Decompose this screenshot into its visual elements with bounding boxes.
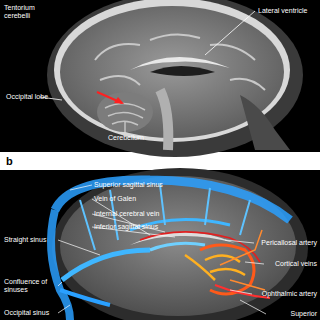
anatomy-label: Occipital sinus xyxy=(4,309,49,317)
anatomy-label: Pericallosal artery xyxy=(261,239,317,247)
anatomy-label: Ophthalmic artery xyxy=(262,290,317,298)
panel-letter: b xyxy=(6,155,13,167)
anatomy-label: Occipital lobe xyxy=(6,93,48,101)
anatomy-label: Internal cerebral vein xyxy=(94,210,159,218)
anatomy-label: Vein of Galen xyxy=(94,195,136,203)
anatomy-label: Straight sinus xyxy=(4,236,46,244)
anatomy-label: Confluence of sinuses xyxy=(4,278,56,294)
anatomy-label: Lateral ventricle xyxy=(258,7,307,15)
anatomy-label: Superior xyxy=(291,310,317,318)
anatomy-label: Cerebellum xyxy=(108,134,144,142)
anatomy-label: Superior sagittal sinus xyxy=(94,181,163,189)
anatomy-label: Cortical veins xyxy=(275,260,317,268)
anatomy-label: Tentorium cerebelli xyxy=(4,4,48,20)
anatomy-label: Inferior sagittal sinus xyxy=(94,223,158,231)
